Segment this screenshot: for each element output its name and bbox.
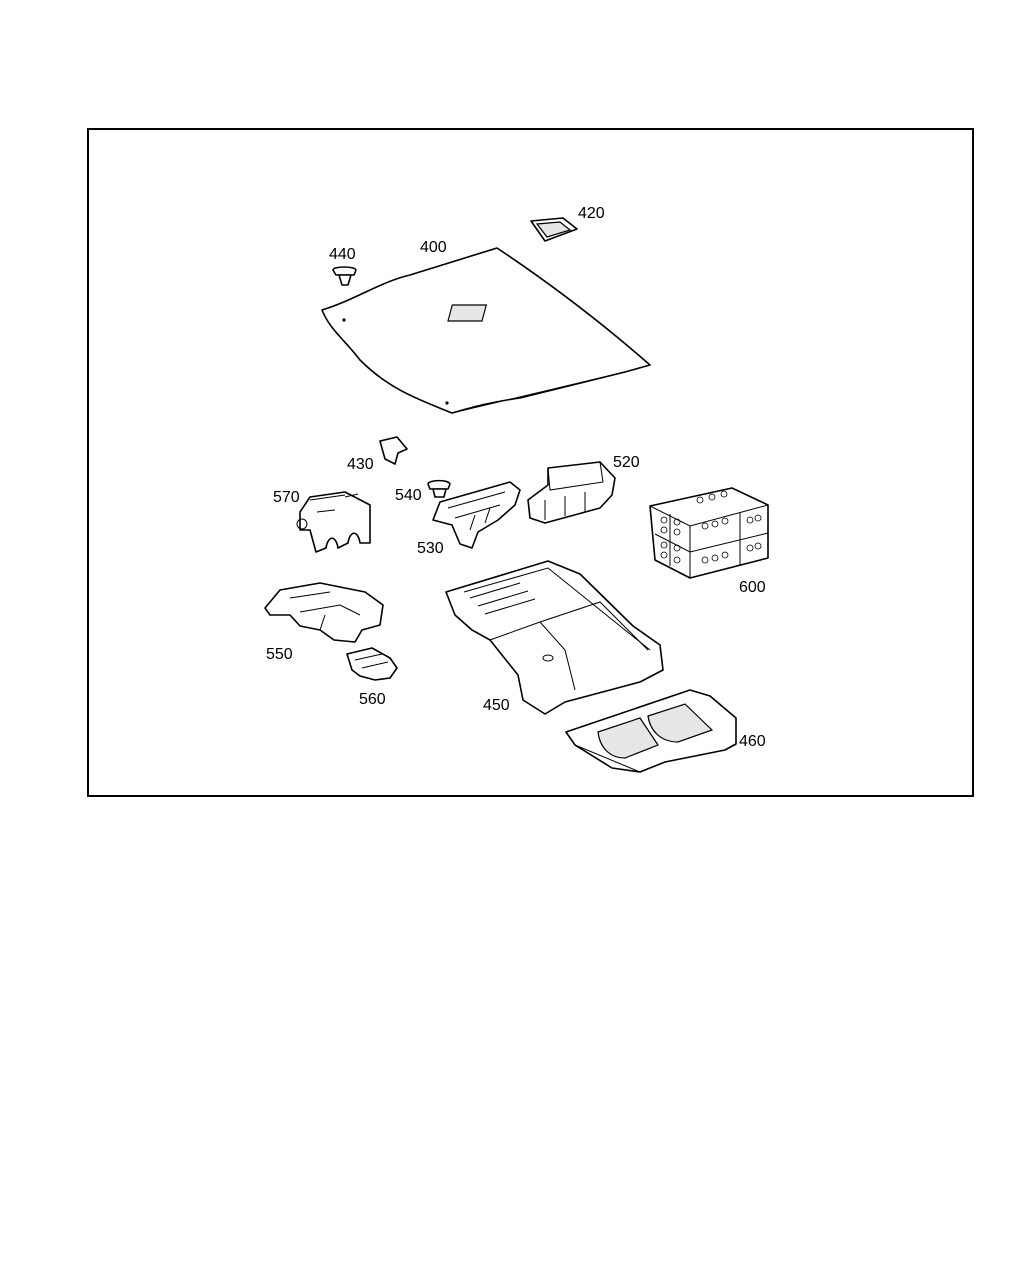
part-530-tray[interactable] <box>432 481 521 549</box>
part-430-bracket[interactable] <box>379 436 408 465</box>
part-450-storage-tub[interactable] <box>445 560 664 715</box>
part-420-handle[interactable] <box>530 217 578 242</box>
part-460-tray-insert[interactable] <box>565 689 737 773</box>
callout-530: 530 <box>417 540 444 557</box>
part-550-foam-insert[interactable] <box>264 582 384 643</box>
callout-560: 560 <box>359 691 386 708</box>
diagram-frame <box>87 128 974 797</box>
callout-460: 460 <box>739 733 766 750</box>
part-540-clip[interactable] <box>427 479 451 498</box>
part-440-clip[interactable] <box>332 266 357 286</box>
part-520-holder[interactable] <box>527 461 616 524</box>
callout-440: 440 <box>329 246 356 263</box>
callout-430: 430 <box>347 456 374 473</box>
callout-600: 600 <box>739 579 766 596</box>
part-400-load-floor[interactable] <box>321 247 651 414</box>
callout-520: 520 <box>613 454 640 471</box>
part-600-crate[interactable] <box>649 487 769 579</box>
part-560-bracket[interactable] <box>346 647 398 681</box>
callout-540: 540 <box>395 487 422 504</box>
part-570-foam-insert[interactable] <box>296 491 371 553</box>
callout-450: 450 <box>483 697 510 714</box>
callout-420: 420 <box>578 205 605 222</box>
callout-400: 400 <box>420 239 447 256</box>
callout-550: 550 <box>266 646 293 663</box>
callout-570: 570 <box>273 489 300 506</box>
